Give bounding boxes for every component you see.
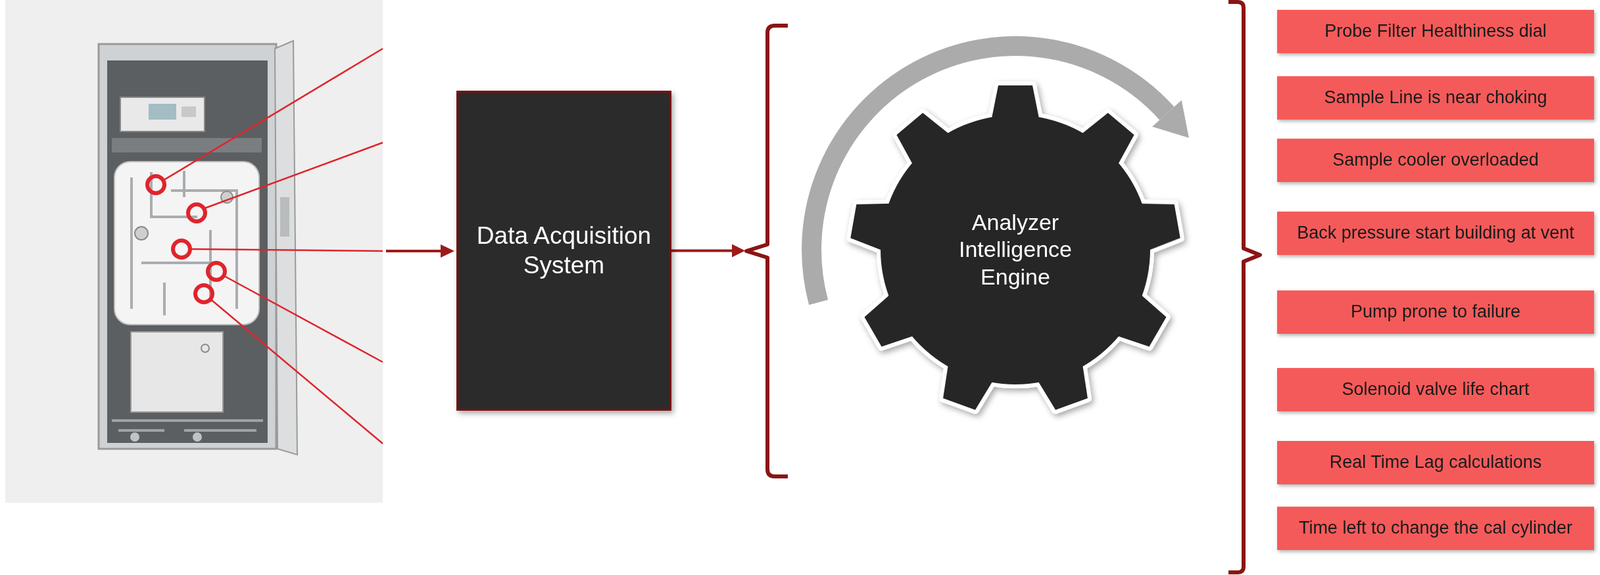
process-box: Data Acquisition System bbox=[456, 90, 672, 412]
mount-plate bbox=[111, 138, 262, 153]
output-box: Sample Line is near choking bbox=[1277, 76, 1595, 120]
leader-line bbox=[190, 249, 383, 252]
sensor-ring bbox=[172, 240, 191, 258]
output-box: Time left to change the cal cylinder bbox=[1277, 507, 1595, 551]
flow-arrow bbox=[671, 244, 746, 258]
node-label: Probe Filter Healthiness dial bbox=[1324, 21, 1547, 43]
arrow-head bbox=[440, 244, 455, 258]
controller-screen bbox=[148, 103, 177, 120]
node-label: Data Acquisition System bbox=[472, 221, 655, 281]
sensor-markers bbox=[147, 48, 383, 444]
gear-symbol bbox=[848, 85, 1182, 413]
cabinet-back bbox=[107, 60, 268, 444]
node-label: Sample cooler overloaded bbox=[1332, 149, 1539, 171]
controller-keys bbox=[181, 106, 196, 118]
analyzer-cabinet bbox=[5, 0, 383, 504]
arrow-line bbox=[386, 249, 442, 253]
node-label: Analyzer Intelligence Engine bbox=[936, 209, 1095, 291]
leader-line bbox=[224, 276, 383, 363]
node-label: Real Time Lag calculations bbox=[1329, 452, 1543, 474]
sensor-ring bbox=[147, 176, 165, 194]
fitting bbox=[192, 432, 202, 442]
door-handle bbox=[280, 197, 290, 237]
output-box: Pump prone to failure bbox=[1277, 290, 1595, 335]
arrow-head bbox=[731, 244, 746, 258]
leader-line bbox=[211, 299, 383, 444]
output-box: Back pressure start building at vent bbox=[1277, 211, 1595, 256]
output-box: Solenoid valve life chart bbox=[1277, 368, 1595, 412]
leader-line bbox=[204, 142, 383, 209]
bottom-piping bbox=[111, 420, 264, 431]
sensor-ring bbox=[207, 263, 225, 281]
node-label: Solenoid valve life chart bbox=[1341, 379, 1529, 401]
fitting bbox=[130, 432, 140, 442]
node-label: Pump prone to failure bbox=[1350, 301, 1521, 323]
output-box: Probe Filter Healthiness dial bbox=[1277, 9, 1595, 54]
arrow-line bbox=[671, 249, 732, 253]
sensor-ring bbox=[188, 204, 206, 222]
sensor-ring bbox=[195, 285, 213, 303]
sample-panel bbox=[114, 161, 260, 325]
gauge bbox=[134, 226, 148, 241]
controller bbox=[120, 97, 205, 132]
input-arrow bbox=[386, 244, 455, 258]
gear-outline bbox=[848, 85, 1182, 413]
group-bracket bbox=[746, 25, 788, 477]
gear-body bbox=[848, 85, 1182, 413]
sample-tubing bbox=[131, 170, 237, 316]
output-box: Real Time Lag calculations bbox=[1277, 441, 1595, 485]
cabinet-frame bbox=[98, 44, 277, 450]
node-label: Time left to change the cal cylinder bbox=[1298, 518, 1573, 540]
engine-gear: Analyzer Intelligence Engine bbox=[745, 19, 1226, 487]
group-bracket bbox=[1228, 1, 1261, 573]
node-label: Sample Line is near choking bbox=[1323, 87, 1547, 109]
junction-box bbox=[130, 332, 223, 413]
node-label: Back pressure start building at vent bbox=[1296, 222, 1575, 244]
cycle-arrow-head bbox=[1152, 100, 1189, 139]
photo-ground bbox=[5, 0, 383, 504]
box-fitting bbox=[201, 344, 210, 353]
output-box: Sample cooler overloaded bbox=[1277, 138, 1595, 183]
leader-line bbox=[163, 48, 383, 181]
